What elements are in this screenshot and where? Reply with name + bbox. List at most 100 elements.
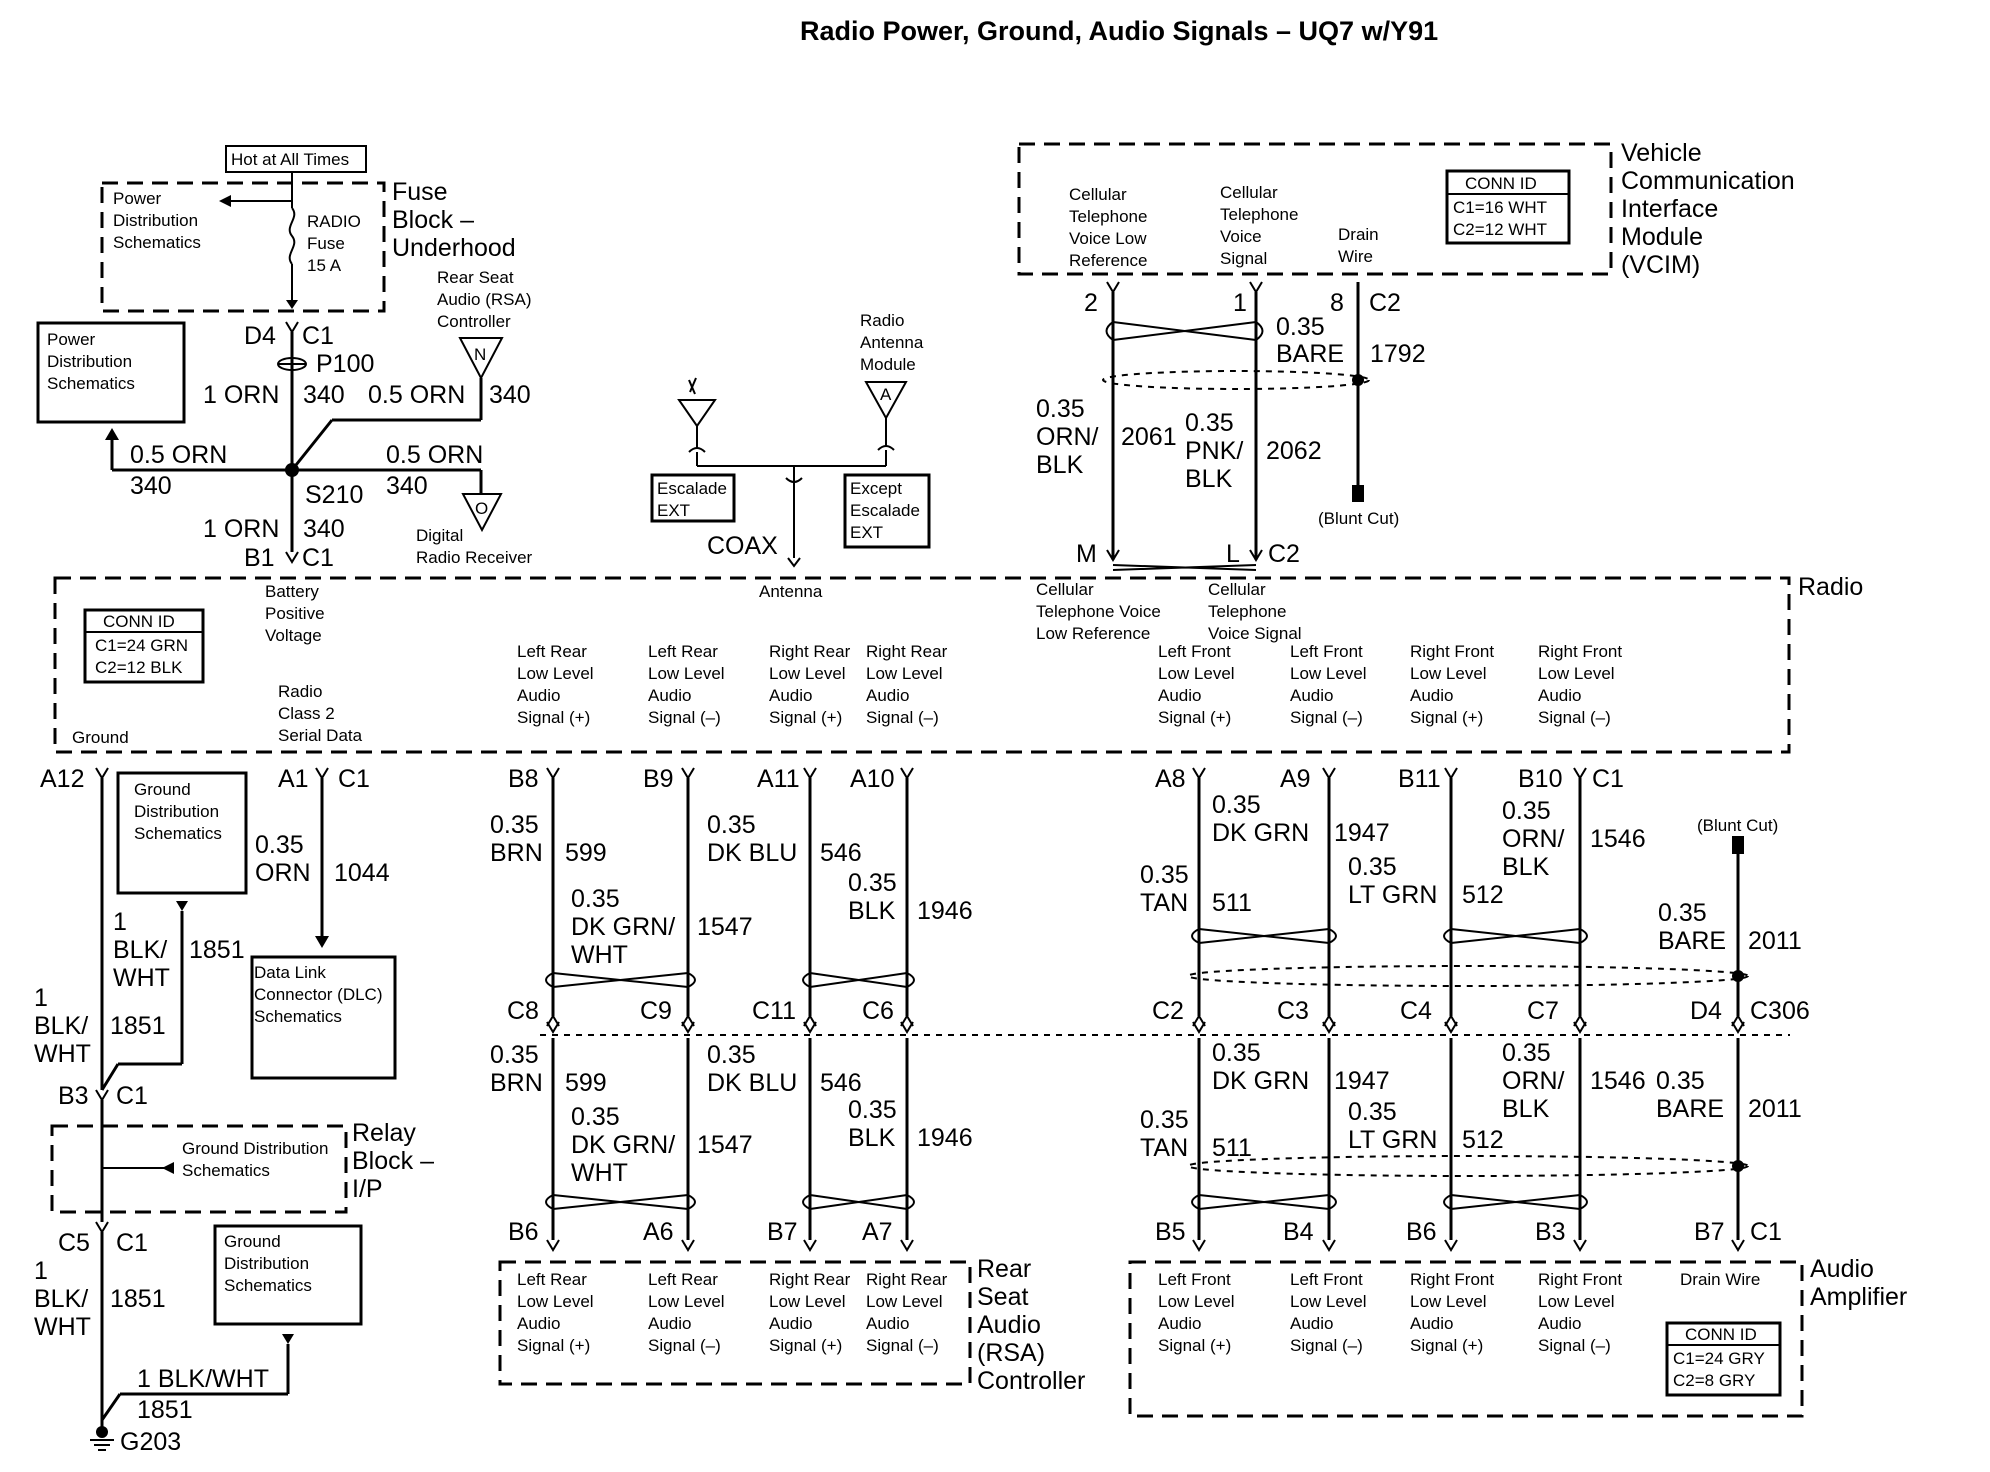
wire-1044: 0.35 ORN (255, 831, 311, 887)
vcim-conn-c2: C2 (1369, 289, 1401, 317)
wire-1851-upper-num: 1851 (189, 936, 245, 964)
radio-pin-a12: A12 (40, 765, 84, 793)
connector-chevron-icon (546, 1239, 560, 1252)
connector-chevron-icon (1192, 1021, 1206, 1034)
inline-pin-d4: D4 (1690, 997, 1722, 1025)
escalade-ext-label: Escalade EXT (657, 479, 732, 520)
dlc-schematics-box[interactable] (250, 955, 397, 1080)
wire-511-lower-num: 511 (1212, 1134, 1252, 1162)
ground-distribution-text-1: Ground Distribution Schematics (134, 780, 224, 843)
relay-ground-distribution-label: Ground Distribution Schematics (182, 1139, 333, 1180)
radio-antenna-module-label: Radio Antenna Module (860, 311, 928, 374)
arrow-down-icon (286, 300, 298, 309)
connector-chevron-icon (900, 1014, 914, 1027)
wire-1851-left: 1 BLK/ WHT (34, 984, 95, 1068)
radio-pin-a1: A1 (278, 765, 309, 793)
vcim-pin-2: 2 (1084, 289, 1098, 317)
shield-outline (1187, 965, 1749, 987)
wire-1547-lower-num: 1547 (697, 1131, 753, 1159)
wire-1851-ground: 1 BLK/WHT (137, 1365, 269, 1393)
ground-section: A12 Ground Distribution Schematics A1 C1… (34, 765, 441, 1456)
radio-pin-m: M (1076, 540, 1097, 568)
connector-chevron-icon (1192, 767, 1206, 780)
fuse-block-outline (100, 181, 386, 313)
twisted-pair-icon (545, 1194, 696, 1210)
wire-340-n: 340 (489, 381, 531, 409)
wire-05-orn-o: 0.5 ORN (386, 441, 483, 469)
o-marker: O (475, 499, 488, 518)
radio-name: Radio (1798, 573, 1863, 601)
wire-1851-upper: 1 BLK/ WHT (113, 908, 174, 992)
shield-outline (1102, 370, 1370, 390)
twisted-pair-icon (545, 972, 696, 988)
wire-512-upper-num: 512 (1462, 881, 1504, 909)
radio-pin-b11: B11 (1398, 765, 1441, 793)
wire-512-lower-num: 512 (1462, 1126, 1504, 1154)
wire-340-upper: 340 (303, 381, 345, 409)
fuse-pds-label: Power Distribution Schematics (113, 189, 203, 252)
connector-c5: C5 (58, 1229, 90, 1257)
power-distribution-box[interactable] (36, 321, 186, 424)
connector-c1: C1 (302, 322, 334, 350)
radio-conn-c2: C2 (1268, 540, 1300, 568)
inline-pin-c11: C11 (752, 997, 796, 1025)
wire-599-upper-num: 599 (565, 839, 607, 867)
amp-conn-c1: C1 (1750, 1218, 1782, 1246)
wire-2011-lower-num: 2011 (1748, 1095, 1802, 1123)
ground-distribution-box-2[interactable] (213, 1224, 363, 1326)
connector-chevron-icon (1192, 1014, 1206, 1027)
twisted-pair-icon (1443, 1194, 1588, 1210)
ground-distribution-text-2: Ground Distribution Schematics (224, 1232, 314, 1295)
ground-g203: G203 (120, 1428, 181, 1456)
antenna-section: Escalade EXT Radio Antenna Module A Exce… (650, 311, 931, 568)
radio-conn-id: CONN ID C1=24 GRN C2=12 BLK (95, 612, 193, 677)
twisted-pair-icon (1112, 321, 1257, 341)
vcim-conn-id-box (1445, 169, 1571, 245)
vcim-conn-id: CONN ID C1=16 WHT C2=12 WHT (1453, 174, 1551, 239)
twisted-pair-icon (1443, 928, 1588, 944)
inline-connector-c306: C306 (1750, 997, 1810, 1025)
fuse-block-name: Fuse Block – Underhood (392, 178, 516, 262)
relay-block-name: Relay Block – I/P (352, 1119, 441, 1203)
wire-1851-ground-num: 1851 (137, 1396, 193, 1424)
radio-pin-l: L (1226, 540, 1240, 568)
arrow-left-icon (219, 195, 231, 207)
wire-05-orn-left: 0.5 ORN (130, 441, 227, 469)
wire-340-lower: 340 (303, 515, 345, 543)
inline-pin-c3: C3 (1277, 997, 1309, 1025)
splice-s210-label: S210 (305, 481, 363, 509)
twisted-pair-icon (1191, 1194, 1337, 1210)
rsa-pin-a6: A6 (643, 1218, 674, 1246)
wire-1946-upper-num: 1946 (917, 897, 973, 925)
vcim-pin-1: 1 (1233, 289, 1247, 317)
radio-ground-label: Ground (72, 728, 129, 747)
connector-chevron-icon (1444, 1239, 1458, 1252)
wire-1946-lower-num: 1946 (917, 1124, 973, 1152)
amp-conn-id-box (1665, 1321, 1782, 1397)
vcim-module-name: Vehicle Communication Interface Module (… (1621, 139, 1802, 279)
hot-at-all-times-label: Hot at All Times (231, 150, 349, 169)
wire-340-o: 340 (386, 472, 428, 500)
connector-chevron-icon (1192, 1239, 1206, 1252)
radio-section: Radio CONN ID C1=24 GRN C2=12 BLK Batter… (53, 573, 1863, 754)
connector-c1-radio: C1 (302, 544, 334, 572)
coax-label: COAX (707, 532, 778, 560)
connector-chevron-icon (1731, 1014, 1745, 1027)
connector-chevron-icon (803, 1021, 817, 1034)
rsa-pin-b7: B7 (767, 1218, 798, 1246)
connector-chevron-icon (1444, 1021, 1458, 1034)
ground-distribution-box-1[interactable] (116, 771, 248, 895)
radio-conn-id-box (83, 608, 205, 684)
